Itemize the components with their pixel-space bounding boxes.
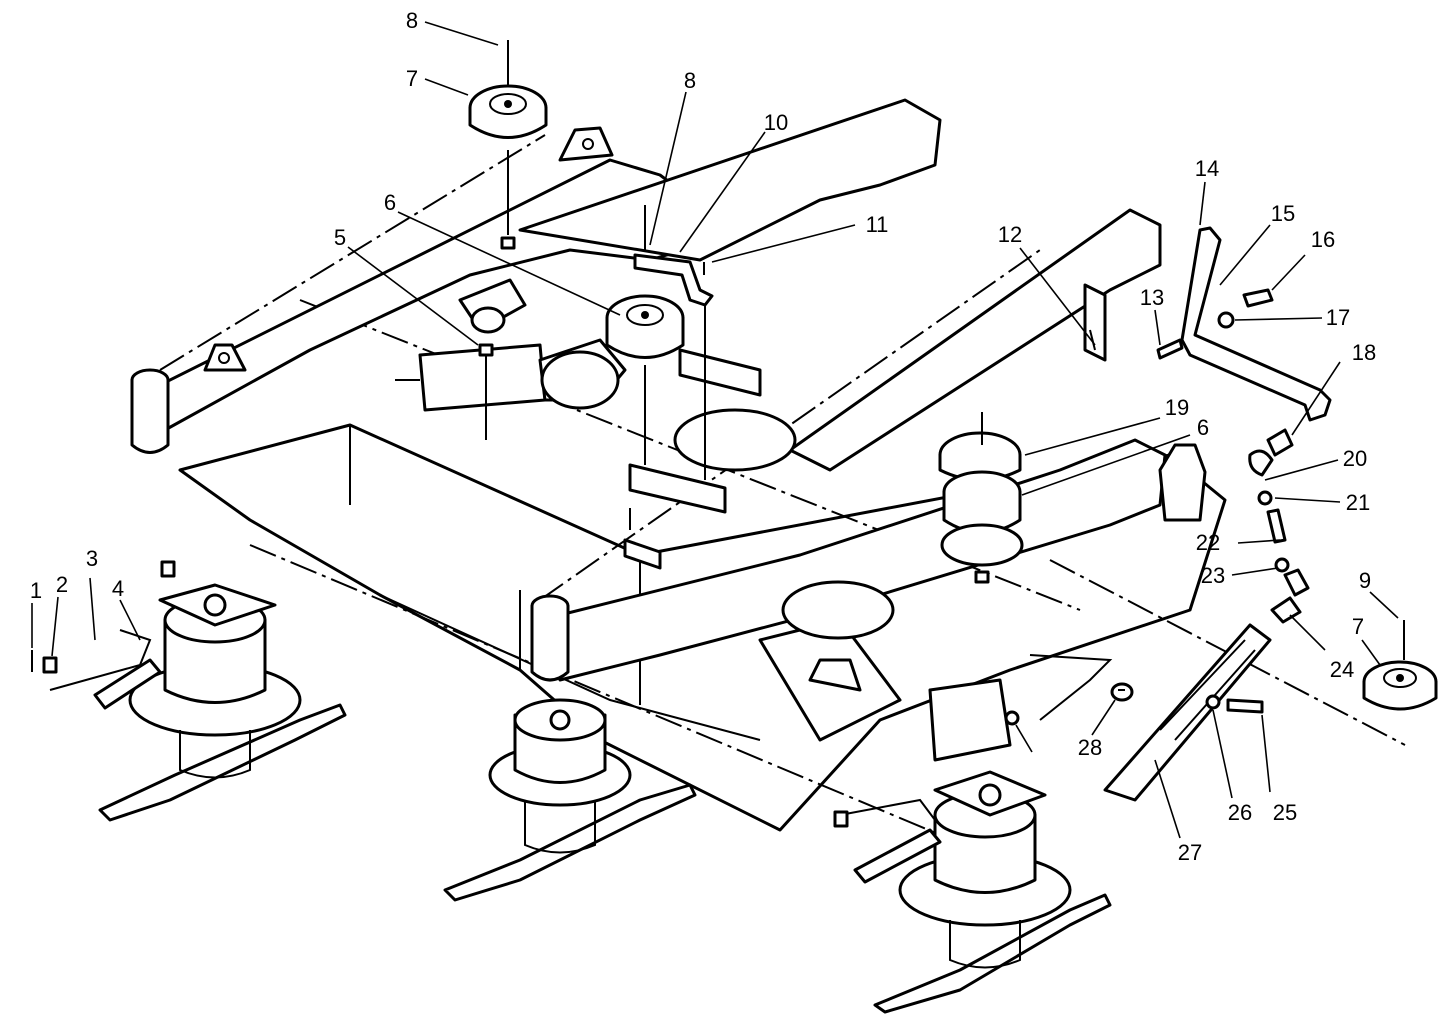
callout-24: 25 [1273, 800, 1297, 825]
callout-6: 6 [1197, 415, 1209, 440]
callout-25: 26 [1228, 800, 1252, 825]
deflector-26 [1004, 623, 1272, 802]
callout-9: 10 [764, 110, 788, 135]
pulley-7-top [468, 40, 548, 250]
callout-10: 11 [866, 212, 889, 237]
hardware [31, 329, 1125, 691]
callout-26: 27 [1178, 840, 1202, 865]
pulley-7-right [1362, 620, 1438, 711]
callout-22: 23 [1201, 563, 1225, 588]
pulley-6-right [938, 412, 1024, 584]
callout-4: 4 [112, 576, 124, 601]
callout-14: 15 [1271, 201, 1295, 226]
callout-18: 19 [1165, 395, 1189, 420]
leader-lines [31, 21, 1399, 839]
frame-tube-rear [130, 98, 942, 454]
callout-16: 17 [1326, 305, 1350, 330]
spindle-left [49, 560, 347, 822]
callout-6: 6 [384, 190, 396, 215]
callout-20: 21 [1346, 490, 1370, 515]
callout-7: 7 [406, 66, 418, 91]
callout-12: 13 [1140, 285, 1164, 310]
callout-11: 12 [998, 222, 1022, 247]
callout-7: 7 [1352, 614, 1364, 639]
callout-19: 20 [1343, 446, 1367, 471]
callout-23: 24 [1330, 657, 1354, 682]
gearbox-assembly [395, 278, 627, 412]
callout-8: 9 [1359, 568, 1371, 593]
callout-8: 8 [684, 68, 696, 93]
callout-27: 28 [1078, 735, 1102, 760]
callout-2: 2 [56, 572, 68, 597]
callout-5: 5 [334, 225, 346, 250]
callout-13: 14 [1195, 156, 1219, 181]
spindle-right [833, 770, 1112, 1014]
callout-8: 8 [406, 8, 418, 33]
bracket-9 [633, 253, 714, 480]
callout-17: 18 [1352, 340, 1376, 365]
callout-labels: 8 7 8 10 11 6 5 12 13 14 15 16 17 18 19 … [30, 8, 1376, 865]
callout-1: 1 [30, 578, 42, 603]
callout-15: 16 [1311, 227, 1335, 252]
callout-21: 22 [1196, 530, 1220, 555]
callout-3: 3 [86, 546, 98, 571]
spindle-center [443, 698, 697, 902]
pulley-6-center [605, 205, 685, 465]
